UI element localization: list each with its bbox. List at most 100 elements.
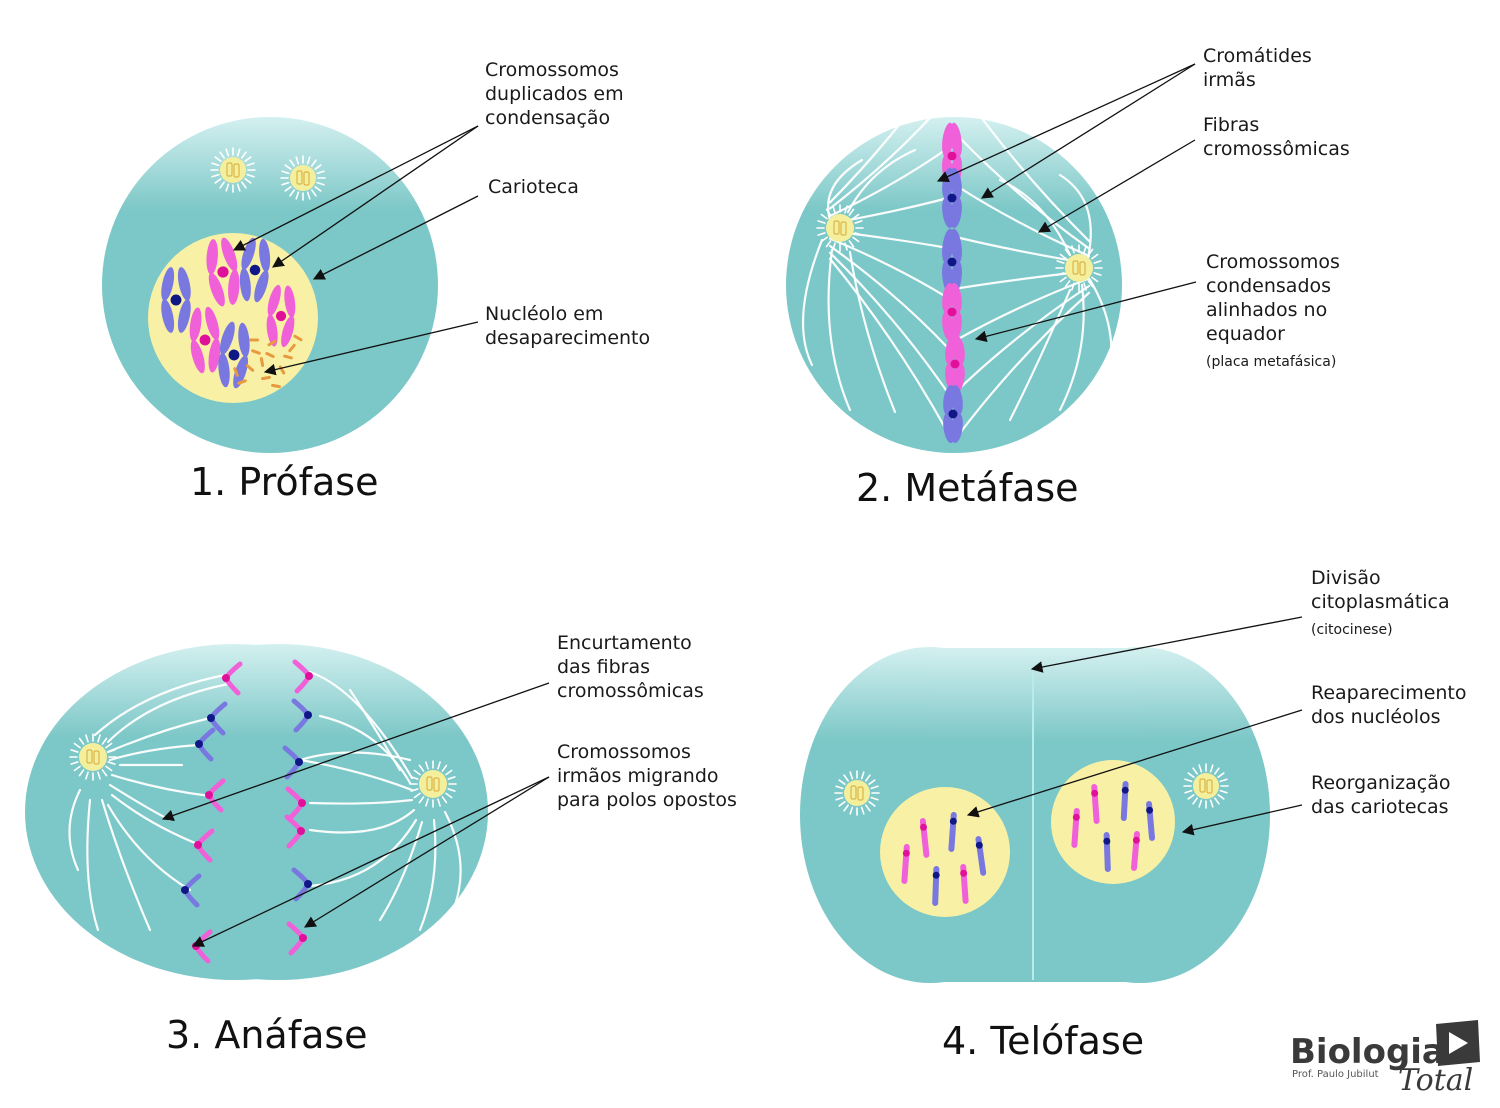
arrow-cromatides-1 — [936, 63, 1196, 182]
arrow-fibras — [1037, 139, 1196, 233]
arrow-cromossomos-alinhados — [974, 281, 1197, 343]
metaphase-chromosome — [943, 384, 963, 444]
spindle-fiber — [106, 716, 212, 754]
migrating-chromatid — [285, 786, 306, 821]
phase-title-metaphase: 2. Metáfase — [856, 466, 1079, 510]
arrow-cromossomos-1 — [232, 125, 479, 251]
metaphase-chromosome — [942, 228, 962, 296]
decondensing-chromosome — [960, 864, 969, 904]
spindle-fiber — [318, 714, 412, 785]
arrow-irmaos-1 — [191, 776, 550, 947]
spindle-fiber — [828, 257, 950, 435]
spindle-fiber — [828, 96, 950, 210]
arrow-cromossomos-2 — [272, 125, 479, 268]
decondensing-chromosome — [975, 836, 987, 876]
centriole-aster-icon — [280, 155, 326, 201]
arrow-encurtamento — [161, 682, 550, 822]
metaphase-chromosome — [942, 282, 962, 342]
chromosome — [189, 306, 221, 374]
phase-title-telophase: 4. Telófase — [942, 1019, 1144, 1063]
label-citocinese: (citocinese) — [1311, 622, 1393, 638]
centriole-aster-icon — [69, 733, 117, 781]
migrating-chromatid — [194, 828, 215, 863]
spindle-fiber — [1088, 278, 1113, 382]
spindle-fiber — [110, 793, 202, 847]
migrating-chromatid — [291, 867, 312, 902]
decondensing-chromosome — [1120, 781, 1129, 821]
migrating-chromatid — [222, 661, 243, 696]
spindle-fiber — [106, 803, 192, 892]
spindle-fiber — [998, 178, 1072, 257]
migrating-chromatid — [286, 921, 307, 956]
spindle-fiber — [68, 788, 82, 872]
spindle-fiber — [848, 250, 897, 414]
spindle-fiber — [828, 244, 950, 350]
spindle-fiber — [106, 682, 230, 744]
spindle-fiber — [1058, 173, 1092, 260]
decondensing-chromosome — [1146, 801, 1156, 841]
spindle-fiber — [108, 743, 202, 762]
decondensing-chromosome — [919, 818, 930, 858]
spindle-fiber — [418, 818, 437, 932]
centriole-aster-icon — [210, 147, 256, 193]
arrow-divisao — [1030, 616, 1303, 673]
spindle-fiber — [828, 251, 950, 395]
spindle-fiber — [828, 146, 950, 218]
spindle-fiber — [378, 820, 424, 922]
arrow-irmaos-2 — [304, 776, 550, 928]
decondensing-chromosome — [1071, 808, 1080, 848]
daughter-nucleus-right — [1051, 760, 1175, 884]
spindle-fiber — [308, 808, 416, 834]
anaphase-cell-right — [68, 644, 488, 980]
spindle-fiber — [958, 284, 1091, 390]
spindle-fiber — [958, 86, 1091, 243]
migrating-chromatid — [282, 745, 303, 780]
spindle-fiber — [958, 136, 1091, 250]
play-icon — [1436, 1020, 1480, 1066]
spindle-fiber — [958, 291, 1091, 435]
logo-author: Prof. Paulo Jubilut — [1292, 1069, 1379, 1080]
chromosome — [239, 237, 271, 303]
arrow-nucleolo — [263, 321, 479, 376]
migrating-chromatid — [207, 701, 228, 736]
centriole-aster-icon — [1183, 763, 1229, 809]
phase-title-anaphase: 3. Anáfase — [166, 1013, 368, 1057]
label-placa-metafasica: (placa metafásica) — [1206, 354, 1336, 370]
biologia-total-logo: Biologia Prof. Paulo Jubilut Total — [1290, 1020, 1480, 1098]
spindle-fiber — [308, 798, 414, 805]
chromosome — [218, 321, 250, 389]
chromosome — [266, 284, 296, 348]
decondensing-chromosome — [1091, 784, 1100, 824]
spindle-fiber — [1008, 288, 1072, 422]
decondensing-chromosome — [1103, 832, 1111, 872]
centriole-aster-icon — [816, 204, 864, 252]
anaphase-panel: 3. Anáfase — [25, 644, 488, 1057]
prophase-nucleus — [148, 233, 318, 403]
arrow-reaparecimento — [966, 709, 1303, 818]
centriole-aster-icon — [409, 760, 457, 808]
arrow-cromatides-2 — [981, 63, 1196, 199]
metaphase-panel: 2. Metáfase — [786, 56, 1122, 510]
spindle-fiber — [827, 248, 852, 412]
centriole-aster-icon — [834, 770, 880, 816]
migrating-chromatid — [292, 659, 313, 694]
prophase-panel: 1. Prófase — [102, 117, 438, 504]
spindle-fiber — [443, 810, 462, 907]
daughter-nucleus-left — [880, 787, 1010, 917]
spindle-fiber — [348, 688, 402, 772]
migrating-chromatid — [195, 727, 216, 762]
arrow-reorganizacao — [1181, 804, 1303, 836]
